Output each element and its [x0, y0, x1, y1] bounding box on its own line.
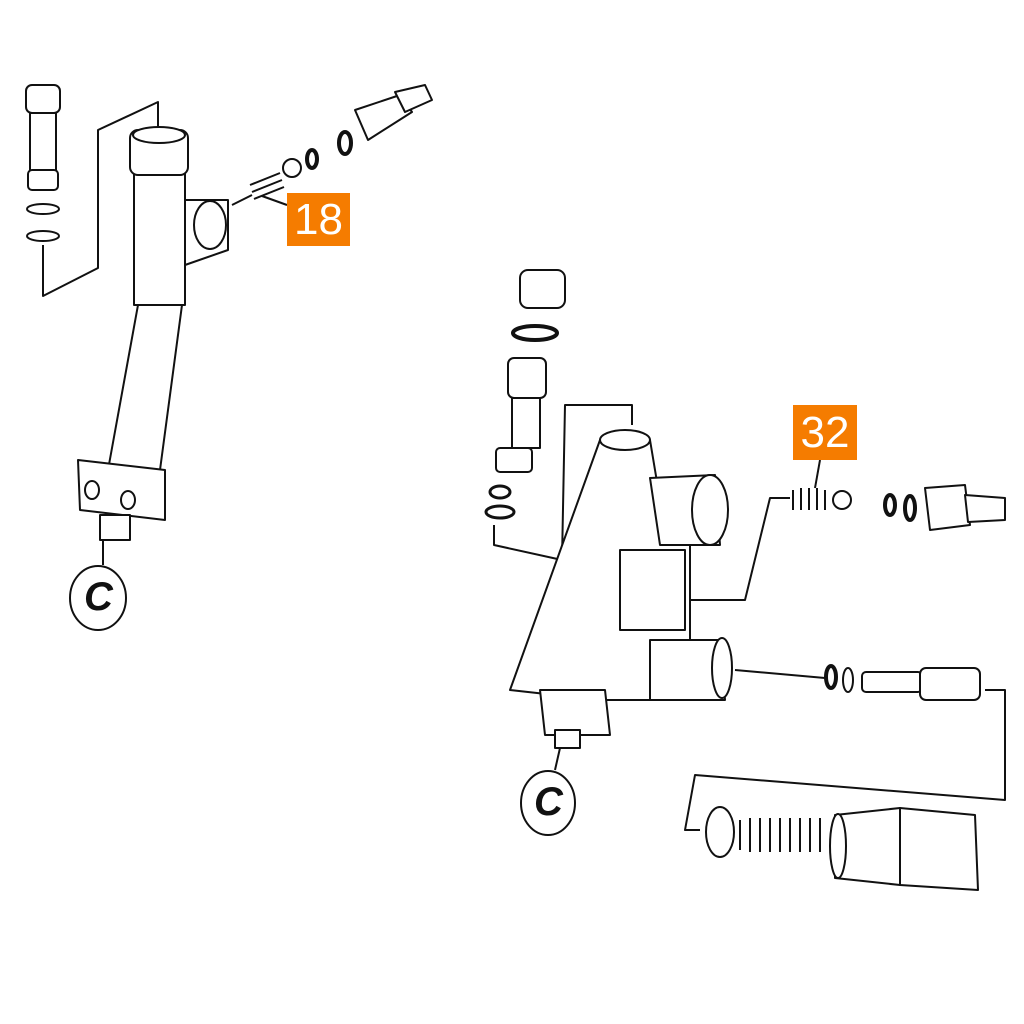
callout-32: 32	[793, 405, 857, 460]
callout-18-leader	[261, 195, 288, 206]
right-relief-parts	[824, 664, 981, 701]
right-relief-assembly	[705, 806, 979, 891]
right-leader-mid	[690, 497, 790, 601]
connector-label-c-left: C	[84, 575, 113, 619]
right-connector-c	[520, 747, 576, 836]
right-leader-line	[493, 404, 633, 561]
left-valve-cartridge	[25, 84, 61, 242]
right-manifold-body	[509, 429, 733, 749]
right-leader-bottom	[684, 689, 1006, 831]
right-check-valve-parts	[792, 484, 1006, 531]
left-check-valve-parts	[249, 84, 433, 200]
right-valve-cartridge	[484, 269, 566, 520]
left-leader-spring	[231, 194, 253, 206]
callout-32-leader	[814, 459, 821, 489]
connector-label-c-right: C	[534, 780, 563, 824]
right-leader-lower	[734, 669, 826, 679]
left-leader-line	[42, 101, 159, 297]
left-manifold-tube	[77, 126, 229, 541]
left-connector-c	[69, 540, 127, 631]
callout-18: 18	[287, 193, 350, 246]
